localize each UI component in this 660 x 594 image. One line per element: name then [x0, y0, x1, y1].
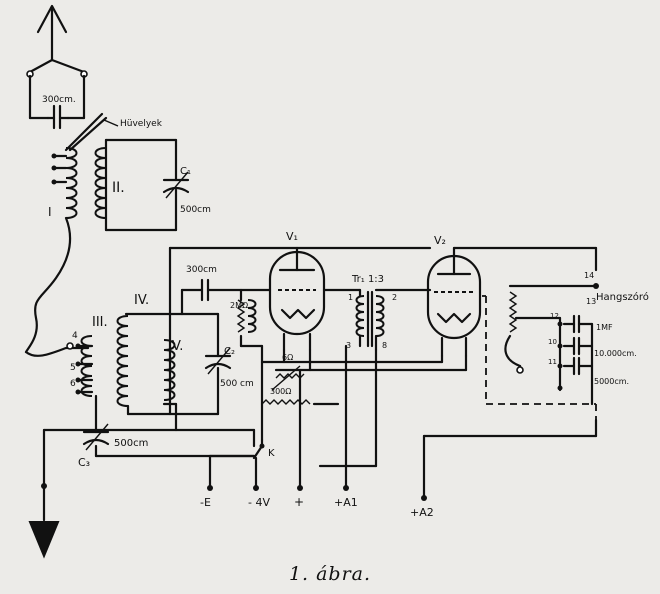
label-t2: 2	[392, 293, 397, 302]
grid-leak-circuit: 300cm 2MΩ	[168, 246, 432, 416]
label-c2: C₂	[224, 346, 235, 357]
label-t13: 13	[586, 297, 596, 306]
label-v1: V₁	[286, 230, 298, 243]
tube-v2: V₂	[426, 234, 598, 358]
label-c2-value: 500 cm	[220, 379, 254, 389]
label-t8: 8	[382, 341, 387, 350]
label-plus-a1: +A1	[334, 496, 358, 509]
label-t14: 14	[584, 271, 594, 280]
antenna-symbol	[26, 4, 88, 120]
label-pot: 300Ω	[270, 387, 291, 396]
label-coil-v: V.	[172, 339, 183, 354]
coil-ii-circuit: II. C₁ 500cm	[94, 138, 211, 232]
socket-plug: Hüvelyek	[64, 112, 163, 152]
filament-circuit: 6Ω 300Ω K	[252, 344, 468, 460]
supply-terminals: -E - 4V + +A1 +A2	[200, 344, 598, 519]
coil-i: I	[24, 147, 78, 354]
label-hangszoro: Hangszóró	[596, 291, 649, 303]
label-plus: +	[294, 495, 304, 509]
label-v2: V₂	[434, 234, 446, 247]
label-t3: 3	[346, 341, 351, 350]
label-tr1: Tr₁ 1:3	[351, 274, 384, 285]
label-coil-i: I	[48, 205, 52, 219]
label-c1-value: 500cm	[180, 205, 211, 215]
label-coil-iv: IV.	[134, 293, 149, 308]
figure-caption: 1. ábra.	[288, 563, 372, 585]
label-300cm-b: 300cm	[186, 265, 217, 275]
label-1mf: 1MF	[596, 323, 613, 332]
output-network: 14 13 Hangszóró 12 10 11 1MF 10.000cm. 5…	[482, 271, 649, 420]
label-huvelyek: Hüvelyek	[120, 119, 163, 129]
label-2meg: 2MΩ	[230, 301, 248, 310]
label-minus-4v: - 4V	[248, 496, 270, 509]
label-t11: 11	[548, 358, 557, 366]
label-minus-e: -E	[200, 496, 211, 509]
coil-iii-circuit: 4 5 6 III. 500cm C₃	[24, 315, 148, 469]
label-10000cm: 10.000cm.	[594, 349, 637, 358]
label-c3: C₃	[78, 456, 90, 469]
label-t12: 12	[550, 312, 559, 320]
label-c1: C₁	[180, 166, 191, 177]
label-switch-k: K	[268, 448, 275, 459]
label-t6: 6	[70, 379, 76, 389]
label-t10: 10	[548, 338, 557, 346]
coil-iv-v-circuit: IV. V. C₂ 500 cm	[116, 293, 254, 432]
label-300cm: 300cm.	[42, 95, 76, 105]
label-5000cm: 5000cm.	[594, 377, 629, 386]
label-coil-ii: II.	[112, 180, 125, 196]
label-t5: 5	[70, 363, 76, 373]
label-t1: 1	[348, 293, 353, 302]
label-coil-iii: III.	[92, 315, 108, 330]
capacitor-300cm: 300cm.	[42, 95, 76, 130]
label-c3-value: 500cm	[114, 438, 148, 449]
label-rheostat: 6Ω	[282, 353, 293, 362]
label-t4: 4	[72, 331, 78, 341]
tube-v1: V₁	[268, 230, 326, 352]
transformer-tr1: Tr₁ 1:3 1 2 3 8	[322, 274, 432, 352]
label-plus-a2: +A2	[410, 506, 434, 519]
